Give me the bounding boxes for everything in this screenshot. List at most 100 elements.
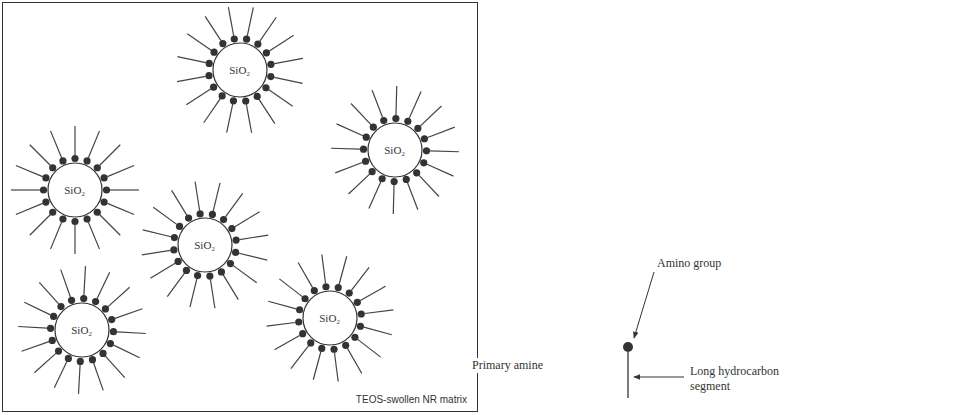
hydrocarbon-chain <box>372 90 382 117</box>
hydrocarbon-chain <box>358 339 381 357</box>
amino-dot <box>59 157 66 164</box>
particle-label: SiO₂ <box>319 312 340 324</box>
hydrocarbon-chain <box>24 302 50 315</box>
amino-dot <box>267 61 274 68</box>
particle-circle: SiO₂ <box>54 302 110 358</box>
amino-dot <box>40 186 47 193</box>
hydrocarbon-chain <box>97 272 110 298</box>
amino-dot <box>228 225 235 232</box>
hydrocarbon-chain <box>34 353 56 372</box>
amino-dot <box>230 97 237 104</box>
hydrocarbon-chain <box>30 145 51 166</box>
amino-dot <box>318 345 325 352</box>
amino-dot <box>262 84 269 91</box>
amino-dot <box>183 267 190 274</box>
hydrocarbon-chain <box>105 356 124 378</box>
hydrocarbon-chain <box>51 131 62 158</box>
hydrocarbon-chain <box>274 335 299 349</box>
hydrocarbon-chain <box>100 145 121 166</box>
amino-dot <box>107 340 114 347</box>
amino-dot <box>59 216 66 223</box>
hydrocarbon-chain <box>279 279 302 297</box>
amino-dot <box>94 209 101 216</box>
amino-dot <box>380 117 387 124</box>
hydrocarbon-chain <box>195 182 199 211</box>
hydrocarbon-chain <box>298 262 312 287</box>
amino-dot <box>101 198 108 205</box>
amino-dot <box>83 216 90 223</box>
hydrocarbon-chain <box>427 164 453 176</box>
callout-label: Long hydrocarbon segment <box>688 364 804 394</box>
hydrocarbon-chain <box>627 352 628 398</box>
hydrocarbon-chain <box>61 270 71 297</box>
amino-dot <box>342 342 349 349</box>
hydrocarbon-chain <box>186 89 210 105</box>
hydrocarbon-chain <box>268 301 296 309</box>
hydrocarbon-chain <box>11 189 40 190</box>
amino-dot <box>99 350 106 357</box>
hydrocarbon-chain <box>117 332 146 334</box>
amino-dot <box>92 298 99 305</box>
hydrocarbon-chain <box>235 212 260 227</box>
hydrocarbon-chain <box>419 175 439 196</box>
hydrocarbon-chain <box>190 279 197 307</box>
hydrocarbon-chain <box>204 99 220 123</box>
amino-dot <box>209 211 216 218</box>
amino-dot <box>322 283 329 290</box>
hydrocarbon-chain <box>246 104 251 133</box>
hydrocarbon-chain <box>22 342 49 352</box>
hydrocarbon-chain <box>150 263 175 278</box>
amine-shell-layer <box>11 7 459 394</box>
hydrocarbon-chain <box>247 7 253 35</box>
hydrocarbon-chain <box>351 104 371 125</box>
hydrocarbon-chain <box>395 86 397 115</box>
amino-dot <box>307 339 314 346</box>
hydrocarbon-chain <box>94 363 104 390</box>
hydrocarbon-chain <box>88 222 99 249</box>
hydrocarbon-chain <box>349 174 370 194</box>
hydrocarbon-chain <box>177 57 205 63</box>
amino-dot <box>170 246 177 253</box>
amino-dot <box>205 72 212 79</box>
amino-dot <box>49 209 56 216</box>
hydrocarbon-chain <box>16 203 43 214</box>
hydrocarbon-chain <box>213 183 220 211</box>
amino-dot <box>363 134 370 141</box>
amino-dot <box>42 174 49 181</box>
particle-circle: SiO₂ <box>177 217 233 273</box>
amino-dot <box>185 215 192 222</box>
amino-dot <box>413 169 420 176</box>
hydrocarbon-chain <box>39 282 58 304</box>
amino-dot <box>233 237 240 244</box>
amino-dot <box>311 287 318 294</box>
amino-dot <box>47 325 54 332</box>
hydrocarbon-chain <box>79 365 81 394</box>
amino-dot <box>358 310 365 317</box>
hydrocarbon-chain <box>177 76 206 81</box>
amino-dot <box>65 355 72 362</box>
hydrocarbon-chain <box>210 280 214 309</box>
hydrocarbon-chain <box>409 92 421 118</box>
amino-dot <box>254 93 261 100</box>
amino-dot <box>242 97 249 104</box>
hydrocarbon-chain <box>233 266 256 283</box>
amino-dot <box>392 115 399 122</box>
amino-dot <box>89 356 96 363</box>
amino-dot <box>83 157 90 164</box>
amino-dot <box>42 198 49 205</box>
amino-dot <box>206 60 213 67</box>
hydrocarbon-chain <box>420 106 441 126</box>
hydrocarbon-chain <box>110 189 139 190</box>
amino-dot <box>101 174 108 181</box>
amino-dot <box>206 273 213 280</box>
callout-label: Primary amine <box>470 358 545 373</box>
hydrocarbon-chain <box>334 353 338 382</box>
amino-dot <box>71 218 78 225</box>
matrix-label: TEOS-swollen NR matrix <box>354 394 469 405</box>
hydrocarbon-chain <box>274 77 302 83</box>
hydrocarbon-chain <box>269 90 293 106</box>
amino-dot <box>102 305 109 312</box>
amino-dot <box>414 125 421 132</box>
hydrocarbon-chain <box>430 150 459 152</box>
